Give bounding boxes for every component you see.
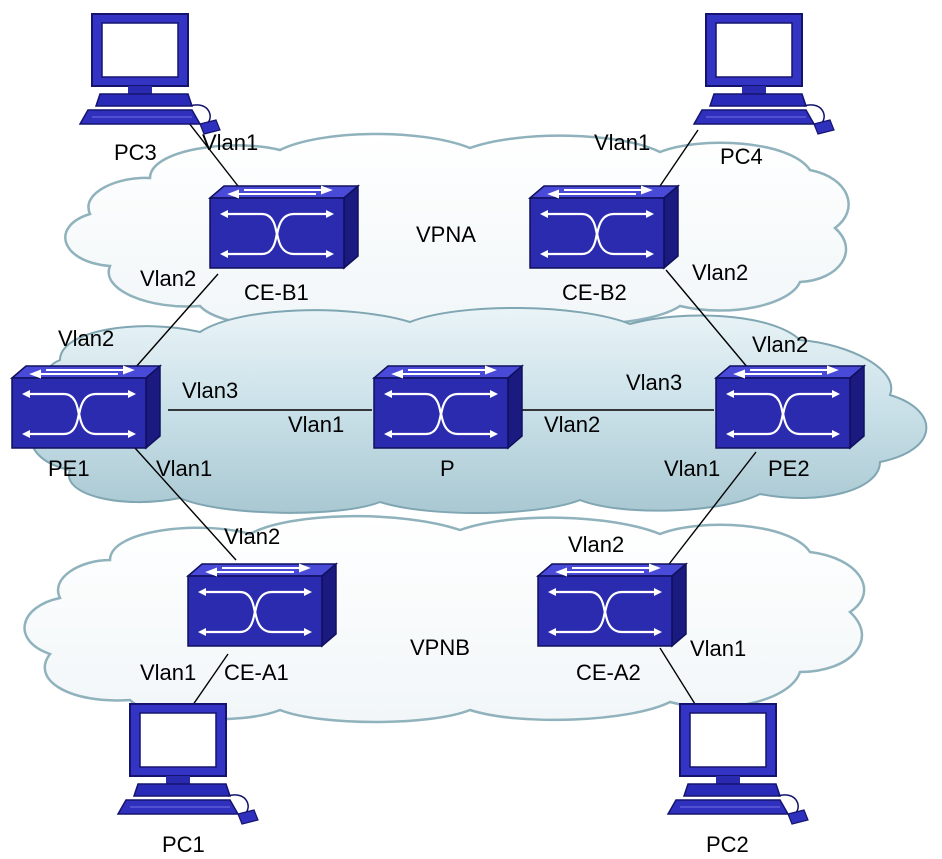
ce-a2-label: CE-A2 [576, 660, 641, 685]
port-cea2-pe2: Vlan2 [568, 532, 624, 557]
ce-a2-switch-icon [536, 562, 688, 648]
port-ceb2-pe2: Vlan2 [692, 260, 748, 285]
ce-b1-switch-icon [208, 184, 360, 270]
pc3-computer-icon [79, 13, 221, 135]
port-pe2-p: Vlan3 [626, 370, 682, 395]
pc4-label: PC4 [720, 144, 763, 169]
pc4-computer-icon [693, 13, 835, 135]
pc2-label: PC2 [706, 832, 749, 857]
link-cea2-pc2 [659, 647, 701, 713]
links [134, 117, 757, 713]
ce-b2-label: CE-B2 [562, 280, 627, 305]
ce-b2-switch-icon [528, 184, 680, 270]
vpna-label: VPNA [416, 222, 476, 247]
ce-b1-label: CE-B1 [244, 280, 309, 305]
link-cea1-pc1 [187, 653, 229, 713]
pc2-computer-icon [667, 703, 809, 825]
port-pe1-ceb1: Vlan2 [58, 326, 114, 351]
vpnb-label: VPNB [410, 635, 470, 660]
port-ceb1-pe1: Vlan2 [140, 266, 196, 291]
pe2-switch-icon [714, 364, 866, 450]
link-ceb1-pe1 [134, 273, 219, 369]
link-ceb2-pe2 [665, 269, 749, 369]
port-cea1-pc1: Vlan1 [140, 660, 196, 685]
pe1-switch-icon [10, 364, 162, 450]
port-cea2-pc2: Vlan1 [690, 636, 746, 661]
p-switch-icon [372, 364, 524, 450]
port-pe1-cea1: Vlan1 [156, 456, 212, 481]
link-pe2-cea2 [665, 451, 757, 569]
port-pe2-cea2: Vlan1 [664, 456, 720, 481]
vpnb-cloud [23, 514, 866, 724]
pe1-label: PE1 [48, 456, 90, 481]
port-pc3-ceb1: Vlan1 [202, 130, 258, 155]
pc3-label: PC3 [114, 140, 157, 165]
link-pe1-cea1 [134, 447, 237, 561]
pc1-label: PC1 [162, 832, 205, 857]
port-pe1-p: Vlan3 [182, 378, 238, 403]
port-pc4-ceb2: Vlan1 [594, 130, 650, 155]
p-label: P [440, 456, 455, 481]
ce-a1-label: CE-A1 [224, 660, 289, 685]
link-pc3-ceb1 [184, 117, 239, 187]
port-p-pe1: Vlan1 [288, 412, 344, 437]
port-p-pe2: Vlan2 [544, 412, 600, 437]
port-cea1-pe1: Vlan2 [224, 524, 280, 549]
link-pc4-ceb2 [659, 129, 699, 187]
vpna-cloud [64, 132, 850, 330]
pe2-label: PE2 [768, 456, 810, 481]
ce-a1-switch-icon [186, 562, 338, 648]
pc1-computer-icon [117, 703, 259, 825]
port-pe2-ceb2: Vlan2 [752, 332, 808, 357]
